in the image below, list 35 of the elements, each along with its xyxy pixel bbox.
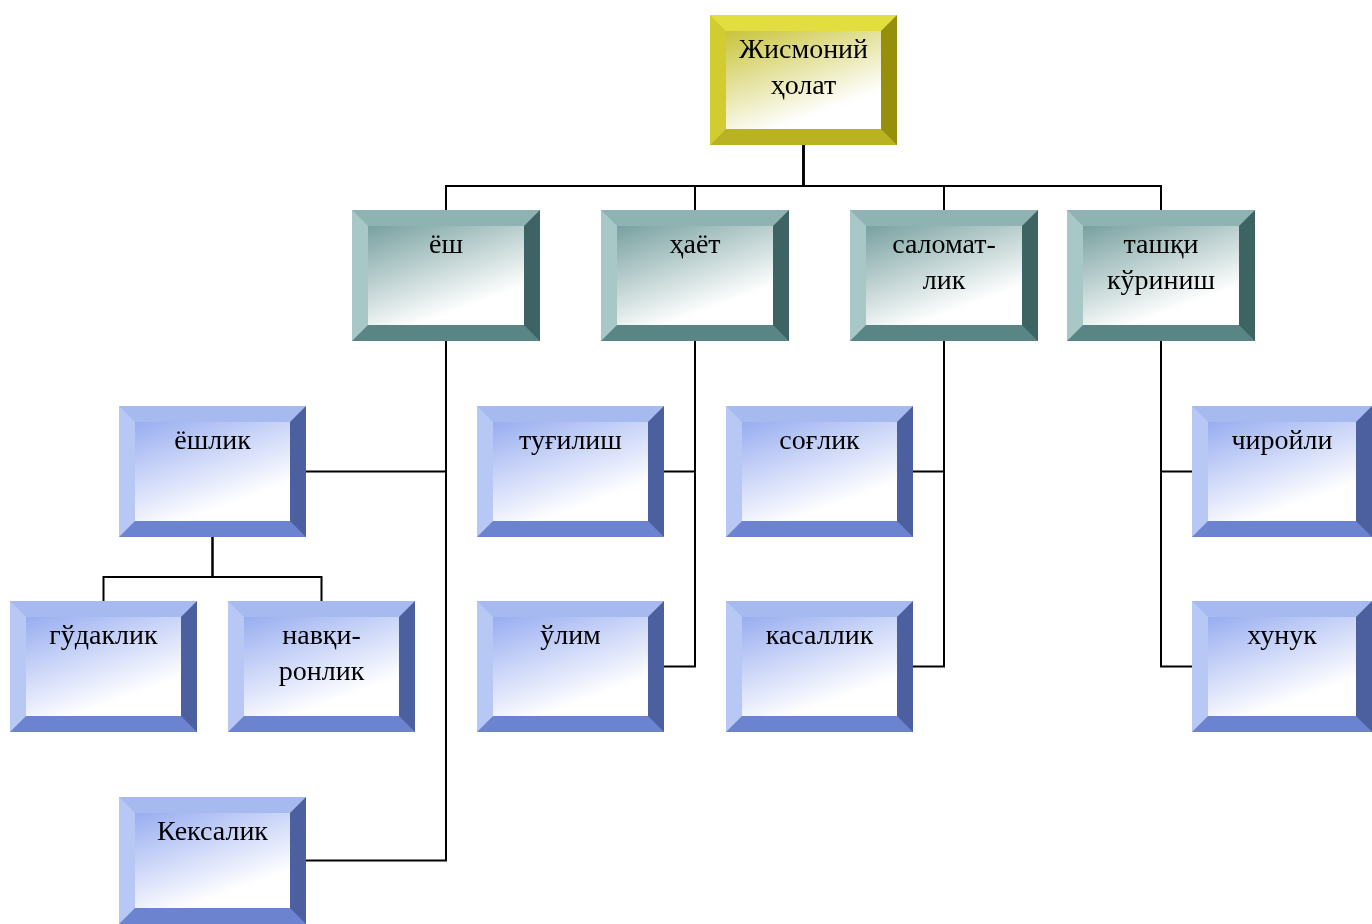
bevel-box bbox=[726, 601, 913, 732]
node-label: гўдаклик bbox=[48, 618, 159, 652]
connector-line bbox=[211, 536, 323, 602]
bevel-box bbox=[1067, 210, 1255, 341]
node-label: ҳаёт bbox=[668, 227, 722, 261]
node-label: Кексалик bbox=[156, 814, 269, 848]
bevel-box bbox=[1192, 601, 1372, 732]
bevel-box bbox=[119, 406, 306, 537]
bevel-box bbox=[850, 210, 1038, 341]
node-label: касаллик bbox=[764, 618, 875, 652]
bevel-box bbox=[601, 210, 789, 341]
node-label: ёшлик bbox=[173, 423, 252, 457]
bevel-box bbox=[477, 601, 664, 732]
bevel-box bbox=[477, 406, 664, 537]
bevel-box bbox=[726, 406, 913, 537]
connector-line bbox=[912, 340, 945, 668]
bevel-box bbox=[119, 797, 306, 924]
bevel-box bbox=[352, 210, 540, 341]
node-label: чиройли bbox=[1230, 423, 1334, 457]
node-label: хунук bbox=[1246, 618, 1318, 652]
node-label: Жисмоний ҳолат bbox=[737, 32, 870, 102]
node-label: саломат- лик bbox=[891, 227, 997, 297]
node-label: навқи- ронлик bbox=[277, 618, 366, 688]
bevel-box bbox=[710, 15, 897, 145]
node-label: ташқи кўриниш bbox=[1105, 227, 1217, 297]
connector-line bbox=[663, 340, 696, 668]
node-label: ўлим bbox=[539, 618, 602, 652]
node-label: туғилиш bbox=[518, 423, 623, 457]
connector-line bbox=[1160, 340, 1193, 668]
bevel-box bbox=[228, 601, 415, 732]
bevel-box bbox=[10, 601, 197, 732]
bevel-box bbox=[1192, 406, 1372, 537]
connector-line bbox=[802, 144, 1162, 211]
node-label: ёш bbox=[428, 227, 464, 261]
node-label: соғлик bbox=[778, 423, 861, 457]
